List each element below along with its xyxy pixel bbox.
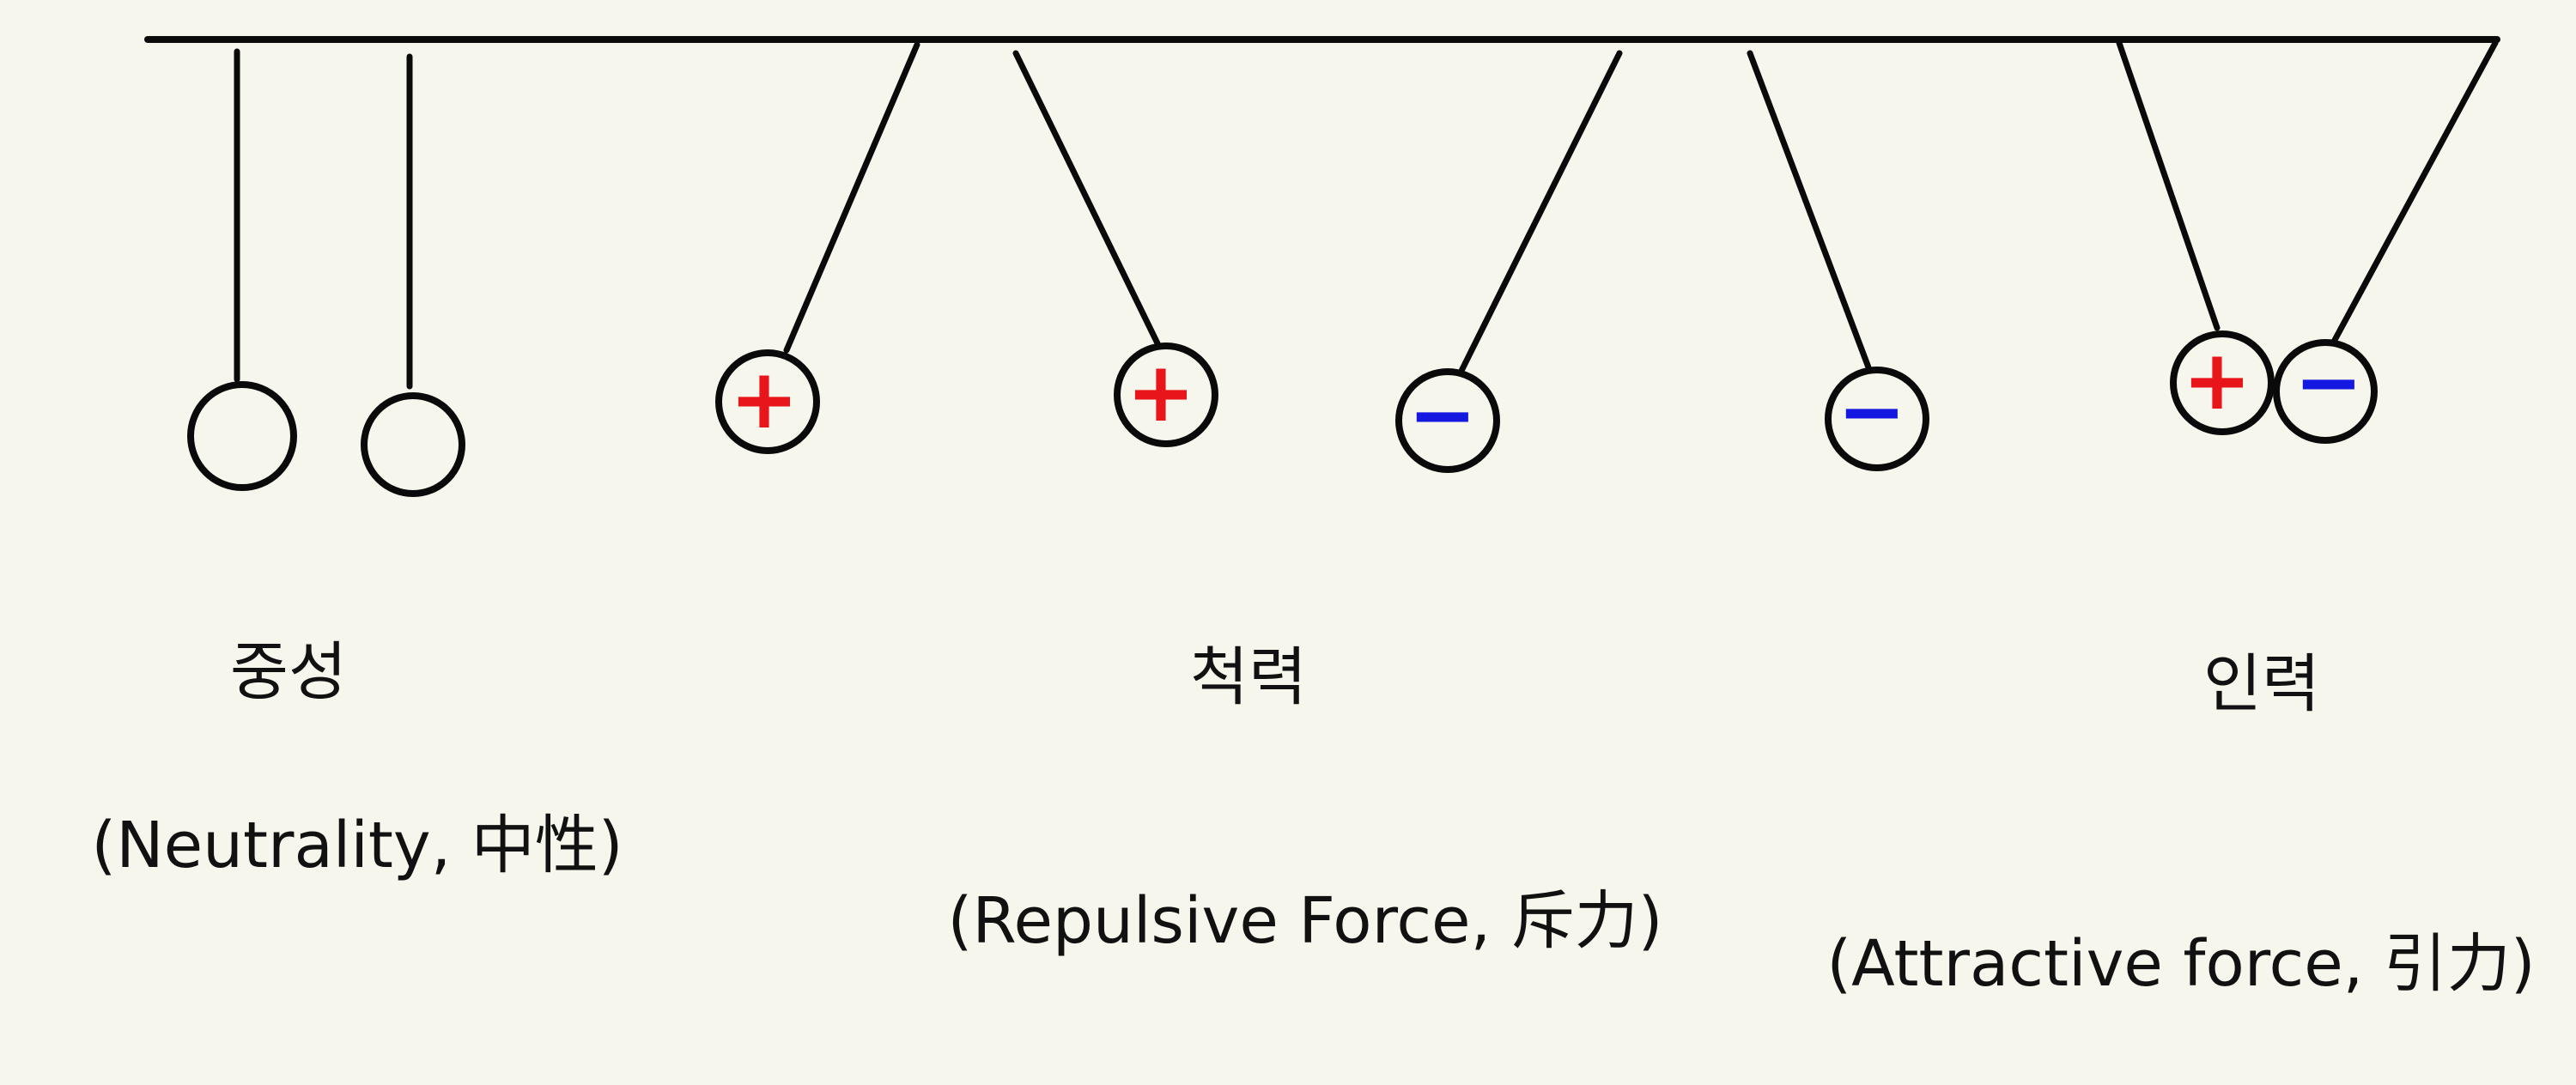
string-negative-1 xyxy=(1458,50,1623,374)
ball-neutral-1 xyxy=(187,381,297,491)
string-negative-2 xyxy=(1747,50,1872,371)
label-repulsive-english: (Repulsive Force, 斥力) xyxy=(947,884,1662,958)
positive-charge-icon: + xyxy=(730,351,799,447)
negative-charge-icon: − xyxy=(1838,363,1906,459)
positive-charge-icon: + xyxy=(2183,332,2251,428)
negative-charge-icon: − xyxy=(1408,367,1477,463)
group-repulsive: + + − − xyxy=(715,41,1929,473)
negative-charge-icon: − xyxy=(2294,334,2363,430)
ball-attract-negative xyxy=(2273,339,2378,444)
ball-negative-1 xyxy=(1395,368,1500,473)
ball-positive-2 xyxy=(1114,342,1218,447)
string-attract-negative xyxy=(2330,39,2499,345)
string-attract-positive xyxy=(2116,39,2221,331)
positive-charge-icon: + xyxy=(1127,344,1195,440)
ball-attract-positive xyxy=(2170,330,2275,435)
ball-positive-1 xyxy=(715,349,820,454)
ball-negative-2 xyxy=(1825,367,1929,471)
string-positive-1 xyxy=(783,41,920,354)
label-neutrality-korean: 중성 xyxy=(230,635,347,709)
group-neutrality xyxy=(187,48,465,497)
group-attractive: + − xyxy=(2116,39,2499,444)
string-positive-2 xyxy=(1012,50,1161,347)
label-repulsive-korean: 척력 xyxy=(1190,640,1307,714)
label-attractive-korean: 인력 xyxy=(2203,647,2320,721)
label-neutrality-english: (Neutrality, 中性) xyxy=(91,809,623,882)
label-attractive-english: (Attractive force, 引力) xyxy=(1826,927,2535,1001)
ball-neutral-2 xyxy=(361,392,465,497)
